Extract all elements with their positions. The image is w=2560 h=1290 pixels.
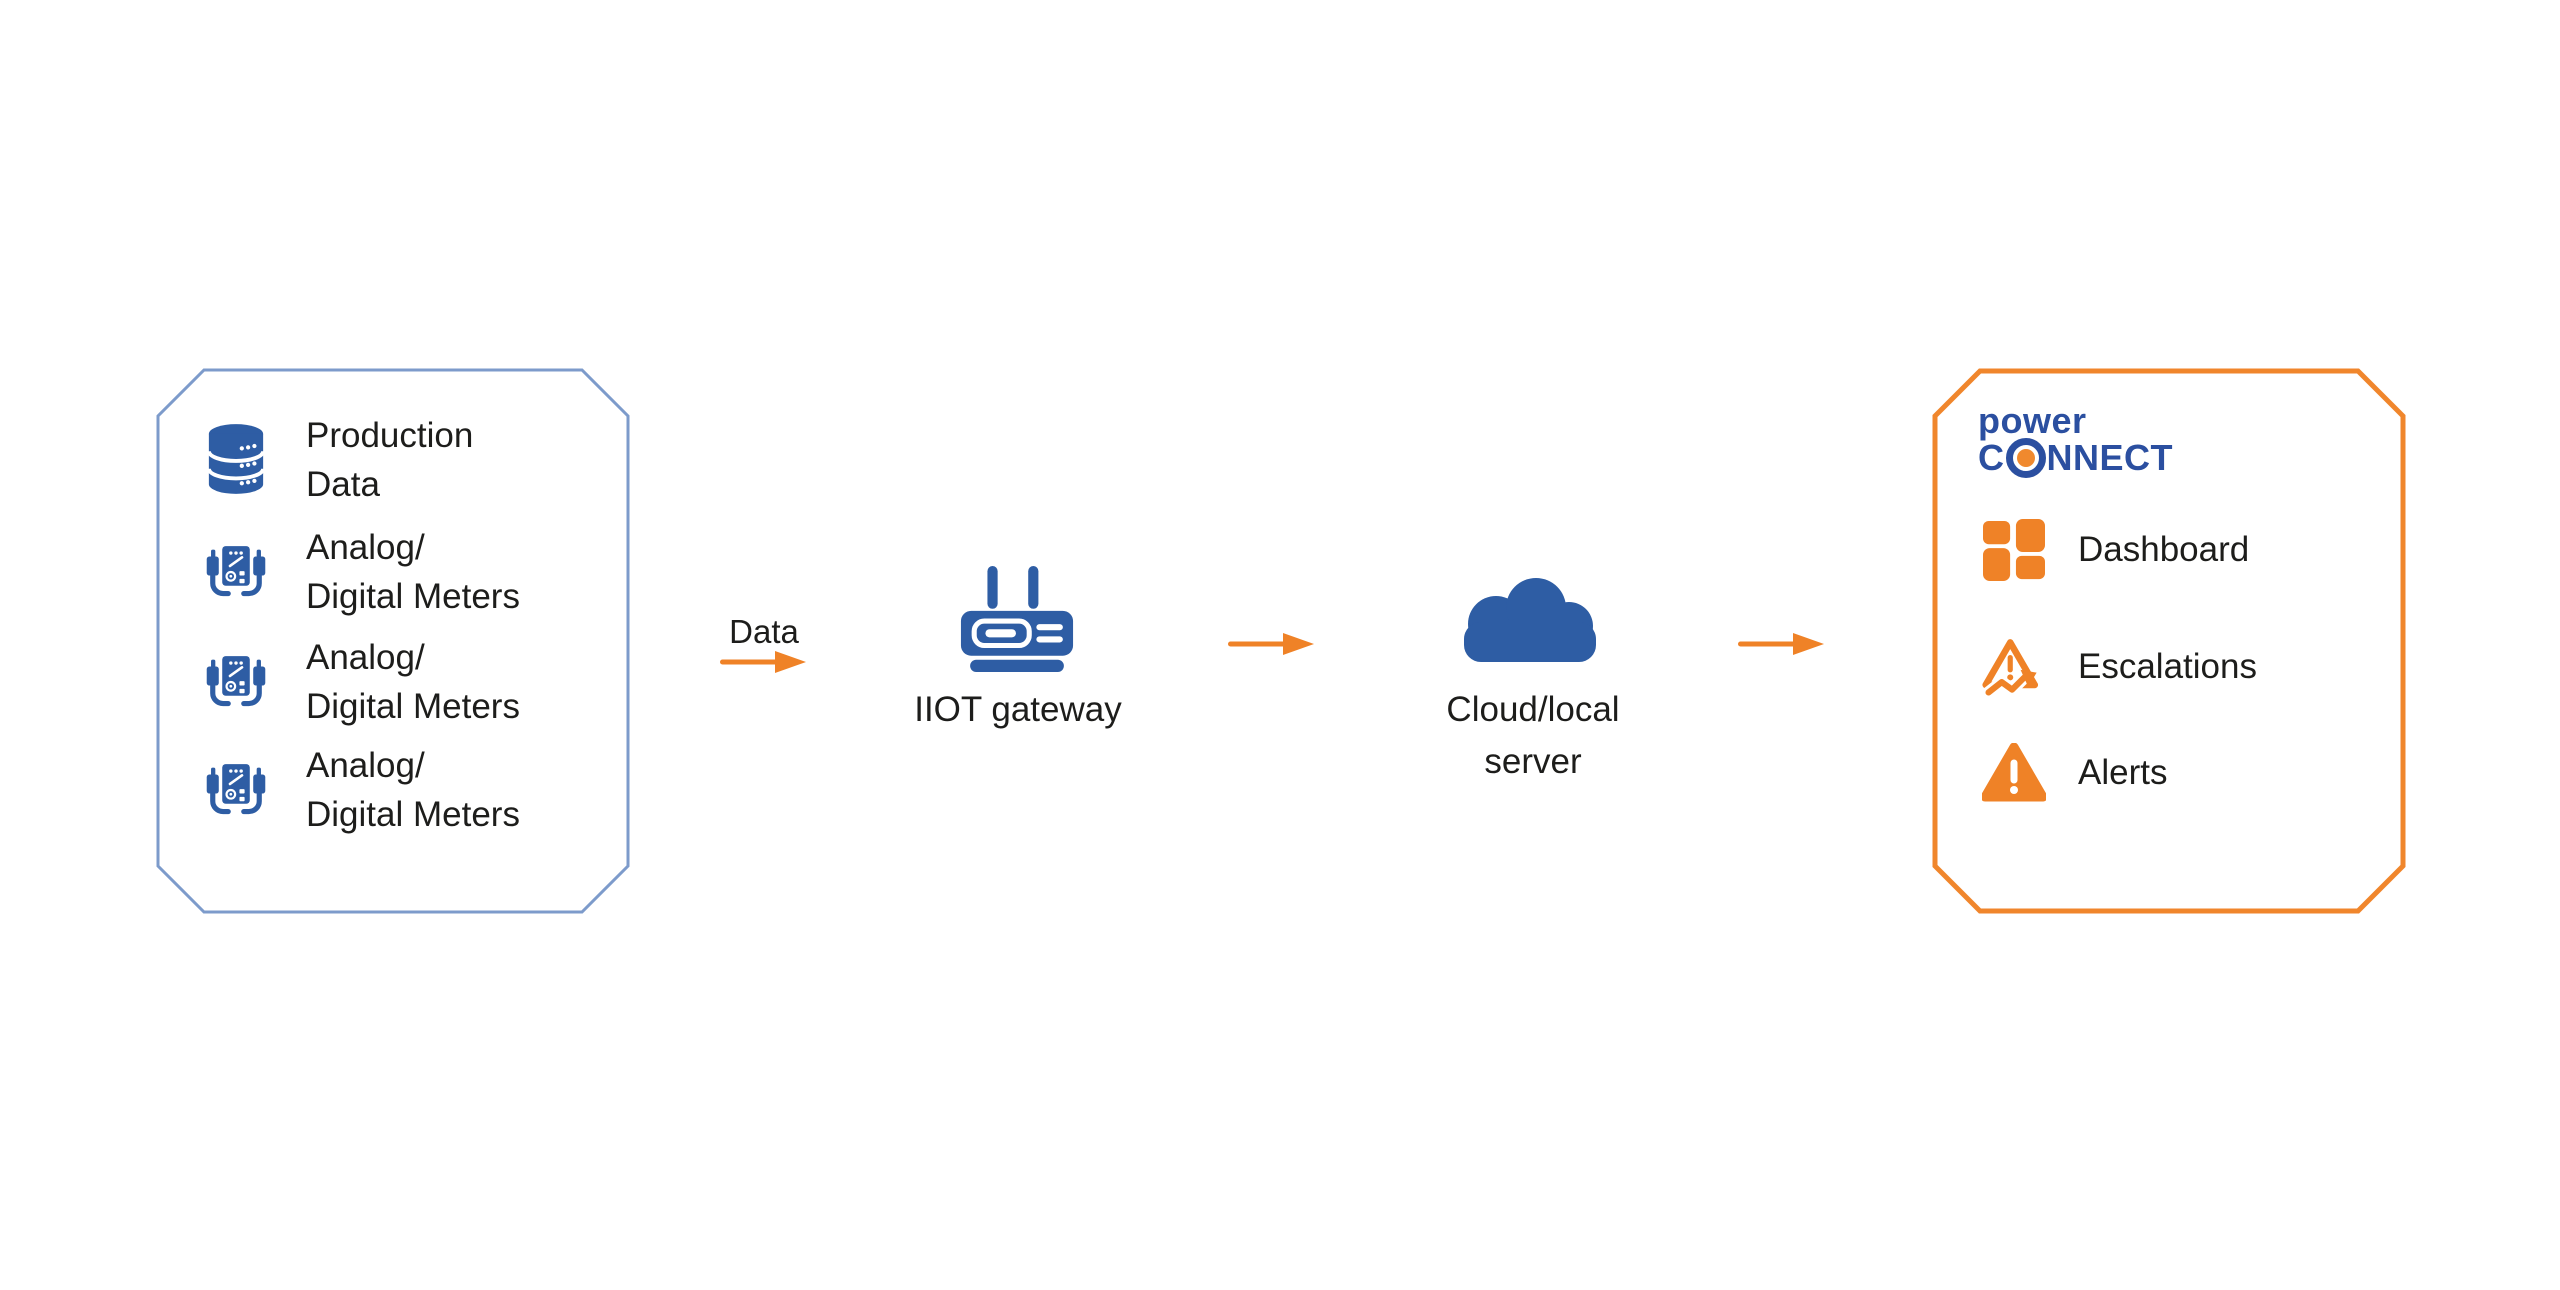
database-icon (204, 422, 268, 498)
source-item-label: Analog/ Digital Meters (306, 523, 520, 621)
list-item-meters-1: Analog/ Digital Meters (204, 522, 520, 622)
data-flow-label: Data (729, 613, 799, 650)
destination-box: power C NNECT Dashboard (1932, 368, 2406, 914)
logo-dot-icon (2016, 449, 2035, 467)
source-item-label: Analog/ Digital Meters (306, 741, 520, 839)
label-line: Data (306, 465, 380, 504)
menu-item-label: Alerts (2078, 753, 2168, 792)
data-arrow-icon (720, 651, 806, 673)
logo-connect-text: C NNECT (1978, 438, 2173, 478)
label-line: Analog/ (306, 746, 425, 785)
label-line: server (1484, 742, 1582, 781)
destination-box-border (1932, 368, 2406, 914)
menu-item-dashboard: Dashboard (1978, 514, 2249, 586)
meter-icon (204, 544, 268, 600)
cloud-server-label: Cloud/local server (1406, 684, 1660, 788)
iiot-gateway-label: IIOT gateway (914, 690, 1122, 729)
label-line: Digital Meters (306, 687, 520, 726)
source-box-border (156, 368, 630, 914)
source-box: Production Data (156, 368, 630, 914)
meter-icon (204, 762, 268, 818)
source-item-label: Analog/ Digital Meters (306, 633, 520, 731)
menu-item-escalations: Escalations (1978, 631, 2257, 703)
list-item-meters-2: Analog/ Digital Meters (204, 632, 520, 732)
logo-power-text: power (1978, 400, 2087, 441)
alert-icon (1978, 743, 2050, 803)
flow-arrow-icon (1228, 633, 1314, 655)
list-item-production-data: Production Data (204, 410, 473, 510)
list-item-meters-3: Analog/ Digital Meters (204, 740, 520, 840)
menu-item-label: Dashboard (2078, 530, 2250, 569)
dashboard-icon (1978, 519, 2050, 581)
label-line: Analog/ (306, 528, 425, 567)
escalation-icon (1978, 635, 2050, 699)
logo-letters: NNECT (2046, 437, 2173, 478)
menu-item-label: Escalations (2078, 647, 2257, 686)
label-line: Digital Meters (306, 577, 520, 616)
source-item-label: Production Data (306, 411, 473, 509)
label-line: Production (306, 416, 474, 455)
iiot-gateway-icon (960, 566, 1074, 672)
power-connect-logo: power C NNECT (1978, 400, 2173, 478)
logo-letter: C (1978, 437, 2005, 478)
logo-o-icon (2005, 438, 2046, 478)
label-line: Cloud/local (1446, 690, 1620, 729)
label-line: Digital Meters (306, 795, 520, 834)
label-line: Analog/ (306, 638, 425, 677)
cloud-icon (1464, 578, 1596, 662)
menu-item-alerts: Alerts (1978, 737, 2167, 809)
flow-arrow-icon (1738, 633, 1824, 655)
meter-icon (204, 654, 268, 710)
